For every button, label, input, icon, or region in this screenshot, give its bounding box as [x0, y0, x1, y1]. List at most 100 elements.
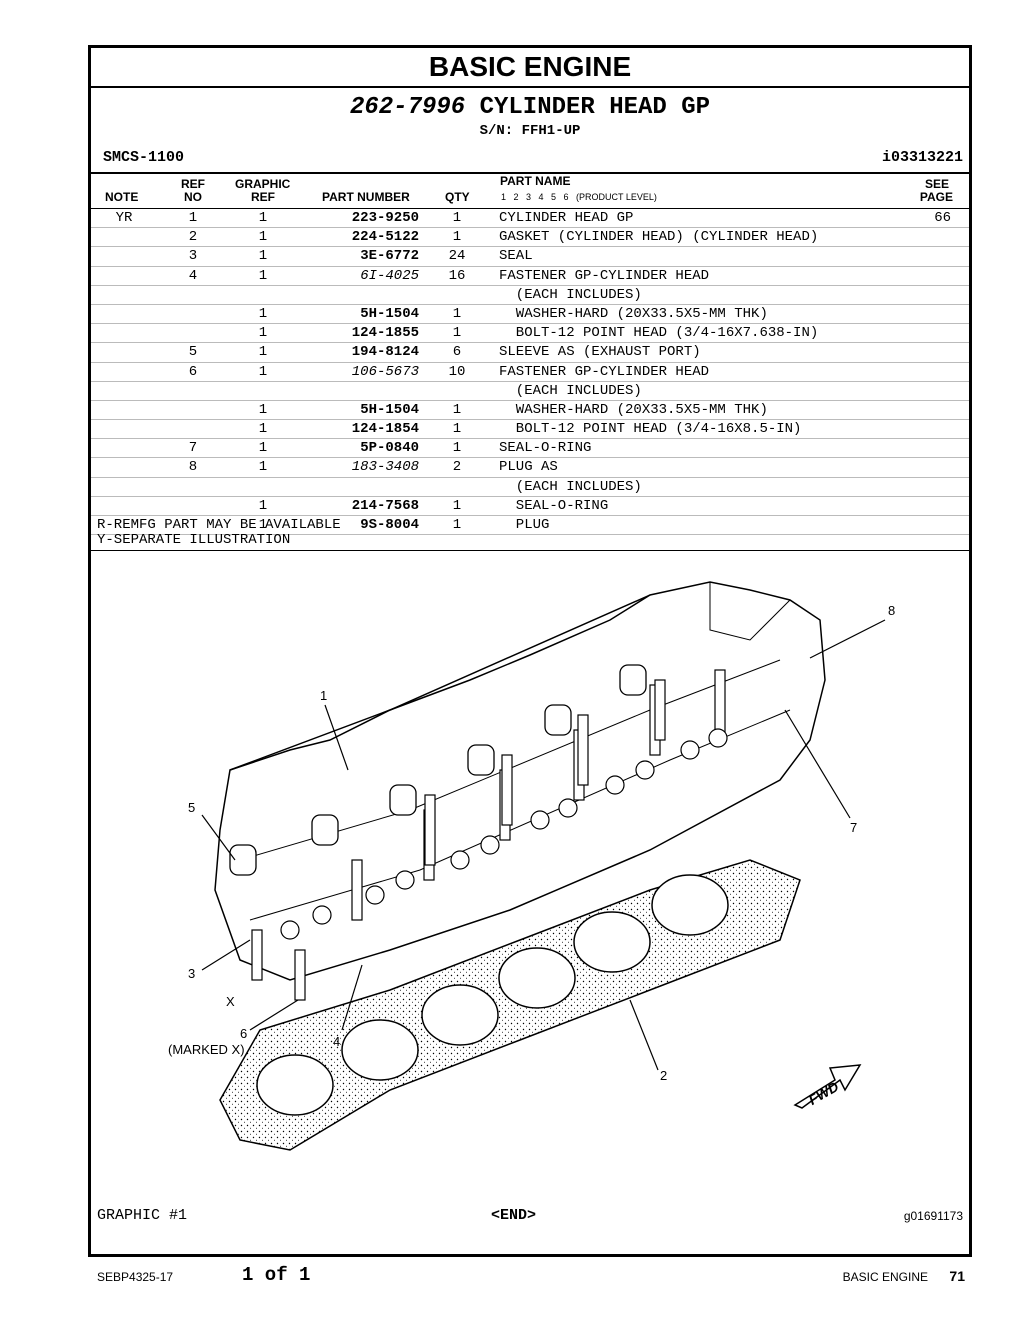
- row-ref-no: 5: [188, 344, 198, 361]
- col-product-level: 1 2 3 4 5 6 (PRODUCT LEVEL): [501, 192, 657, 202]
- col-see-bottom: PAGE: [919, 190, 953, 204]
- notes-divider: [91, 550, 969, 551]
- row-part-name: FASTENER GP-CYLINDER HEAD: [499, 363, 710, 380]
- row-qty: 16: [448, 267, 466, 284]
- row-part-name: WASHER-HARD (20X33.5X5-MM THK): [499, 305, 768, 322]
- note-line: R-REMFG PART MAY BE AVAILABLE: [97, 517, 341, 533]
- row-part-number[interactable]: 183-3408: [351, 459, 419, 476]
- row-part-name: BOLT-12 POINT HEAD (3/4-16X7.638-IN): [499, 325, 819, 342]
- row-part-name: CYLINDER HEAD GP: [499, 210, 634, 226]
- row-graphic-ref: 1: [258, 363, 268, 380]
- table-row: (EACH INCLUDES): [91, 382, 969, 401]
- row-graphic-ref: 1: [258, 497, 268, 514]
- callout-2: 2: [660, 1068, 667, 1083]
- marked-x-label: X: [226, 994, 235, 1009]
- col-part-name: PART NAME: [500, 174, 571, 188]
- column-headers: NOTE REF NO GRAPHIC REF PART NUMBER QTY …: [91, 174, 969, 208]
- row-qty: 6: [452, 344, 462, 361]
- row-part-number[interactable]: 194-8124: [351, 344, 419, 361]
- bolt-studs: [251, 669, 726, 1001]
- header-divider: [91, 172, 969, 174]
- row-part-name: (EACH INCLUDES): [499, 382, 642, 399]
- table-row: (EACH INCLUDES): [91, 478, 969, 497]
- col-see-top: SEE: [924, 177, 949, 191]
- group-name: CYLINDER HEAD GP: [479, 94, 711, 121]
- cylinder-head-illustration: FWD 1 2 3 4 5 6 7 8 X (MARKED X): [168, 581, 895, 1151]
- fwd-arrow: [793, 1064, 862, 1109]
- graphic-code: g01691173: [903, 1209, 963, 1223]
- row-qty: 1: [452, 401, 462, 418]
- row-ref-no: 7: [188, 440, 198, 457]
- row-part-name: WASHER-HARD (20X33.5X5-MM THK): [499, 401, 768, 418]
- row-part-number[interactable]: 3E-6772: [360, 248, 419, 265]
- callout-7: 7: [850, 820, 857, 835]
- doc-number: SEBP4325-17: [97, 1270, 174, 1284]
- row-note: YR: [115, 210, 133, 226]
- row-graphic-ref: 1: [258, 401, 268, 418]
- row-qty: 1: [452, 325, 462, 342]
- page-count: 1 of 1: [242, 1264, 311, 1286]
- row-part-name: GASKET (CYLINDER HEAD) (CYLINDER HEAD): [499, 229, 819, 246]
- row-part-name: BOLT-12 POINT HEAD (3/4-16X8.5-IN): [499, 421, 802, 438]
- row-graphic-ref: 1: [258, 248, 268, 265]
- note-line: Y-SEPARATE ILLUSTRATION: [97, 532, 291, 548]
- col-ref-bottom: NO: [184, 190, 202, 204]
- callout-5: 5: [188, 800, 195, 815]
- row-part-number[interactable]: 106-5673: [351, 363, 419, 380]
- row-ref-no: 3: [188, 248, 198, 265]
- table-row: 1 124-1855 1 BOLT-12 POINT HEAD (3/4-16X7.…: [91, 324, 969, 344]
- illustration-id: i03313221: [881, 149, 963, 166]
- row-part-number[interactable]: 5H-1504: [360, 401, 419, 418]
- parts-page-frame: BASIC ENGINE 262-7996 CYLINDER HEAD GP S…: [88, 45, 972, 1257]
- row-qty: 1: [452, 517, 462, 533]
- row-ref-no: 8: [188, 459, 198, 476]
- row-graphic-ref: 1: [258, 325, 268, 342]
- row-qty: 1: [452, 497, 462, 514]
- parts-list: YR 1 1 223-9250 1 CYLINDER HEAD GP 66 2 1 224-512…: [91, 209, 969, 536]
- row-part-number[interactable]: 124-1854: [351, 421, 419, 438]
- col-part-number: PART NUMBER: [322, 190, 410, 204]
- row-part-number[interactable]: 124-1855: [351, 325, 419, 342]
- col-graphic-top: GRAPHIC: [235, 177, 291, 191]
- row-part-name: PLUG AS: [499, 459, 558, 476]
- row-part-number[interactable]: 224-5122: [351, 229, 419, 246]
- col-ref-top: REF: [181, 177, 205, 191]
- end-label: <END>: [491, 1207, 537, 1224]
- valve-seats: [280, 728, 728, 940]
- row-part-number[interactable]: 223-9250: [351, 210, 419, 226]
- callout-6: 6: [240, 1026, 247, 1041]
- page-number: 71: [949, 1268, 965, 1284]
- row-graphic-ref: 1: [258, 344, 268, 361]
- row-qty: 2: [452, 459, 462, 476]
- col-note: NOTE: [105, 190, 139, 204]
- row-graphic-ref: 1: [258, 229, 268, 246]
- row-qty: 24: [448, 248, 466, 265]
- graphic-label: GRAPHIC #1: [97, 1207, 188, 1224]
- row-part-number[interactable]: 5P-0840: [360, 440, 419, 457]
- row-part-number[interactable]: 6I-4025: [360, 267, 419, 284]
- row-see-page: 66: [934, 210, 951, 226]
- notes: R-REMFG PART MAY BE AVAILABLE Y-SEPARATE…: [97, 518, 341, 548]
- header-divider-bottom: [91, 208, 969, 209]
- row-part-number[interactable]: 9S-8004: [360, 517, 419, 533]
- row-qty: 1: [452, 421, 462, 438]
- row-part-number[interactable]: 5H-1504: [360, 305, 419, 322]
- row-graphic-ref: 1: [258, 210, 268, 226]
- row-part-name: FASTENER GP-CYLINDER HEAD: [499, 267, 710, 284]
- group-title: 262-7996 CYLINDER HEAD GP: [91, 94, 969, 121]
- row-graphic-ref: 1: [258, 517, 268, 533]
- col-graphic-bottom: REF: [251, 190, 275, 204]
- row-part-name: (EACH INCLUDES): [499, 478, 642, 495]
- row-part-name: SEAL-O-RING: [499, 440, 592, 457]
- row-qty: 1: [452, 305, 462, 322]
- table-row: (EACH INCLUDES): [91, 286, 969, 305]
- row-qty: 1: [452, 229, 462, 246]
- table-row: 1 5H-1504 1 WASHER-HARD (20X33.5X5-MM THK): [91, 401, 969, 421]
- row-part-number[interactable]: 214-7568: [351, 497, 419, 514]
